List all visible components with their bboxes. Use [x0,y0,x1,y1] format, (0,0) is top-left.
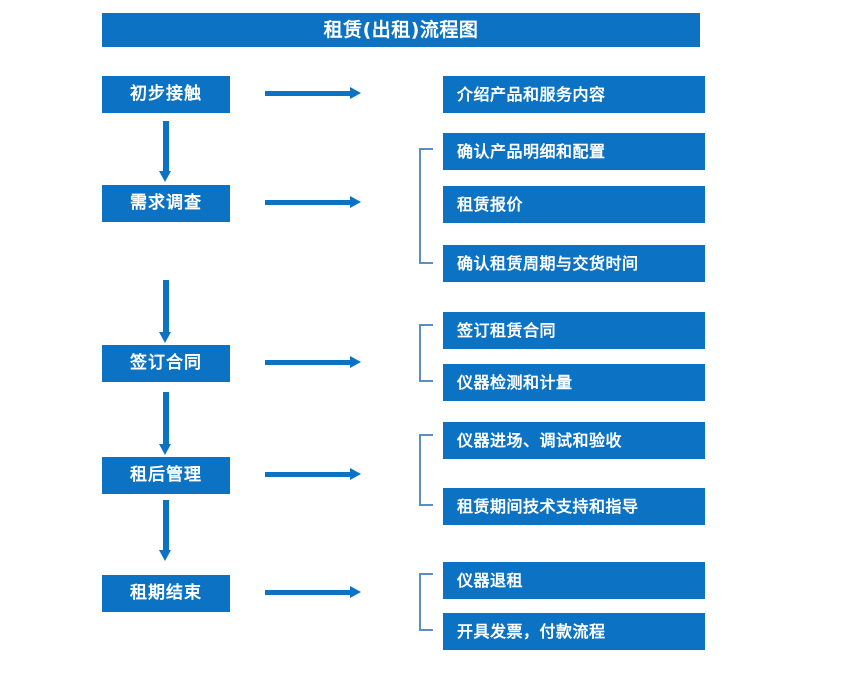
arrow-head [350,586,361,598]
stage-box-4[interactable]: 租后管理 [102,457,230,494]
arrow-head [159,550,171,561]
arrow-shaft [163,392,169,444]
detail-box-2[interactable]: 确认产品明细和配置 [443,133,705,170]
detail-label-4: 确认租赁周期与交货时间 [457,253,639,273]
detail-label-9: 仪器退租 [457,570,524,590]
arrow-shaft [265,91,350,96]
group-bracket-5 [419,573,433,631]
down-arrow-icon-4 [159,500,172,561]
detail-box-3[interactable]: 租赁报价 [443,186,705,223]
detail-label-6: 仪器检测和计量 [457,372,573,392]
arrow-shaft [265,200,350,205]
arrow-shaft [265,590,350,595]
detail-label-5: 签订租赁合同 [457,320,557,340]
right-arrow-icon-3 [265,356,361,369]
arrow-shaft [163,280,169,332]
right-arrow-icon-1 [265,87,361,100]
stage-label-5: 租期结束 [130,583,202,603]
arrow-head [350,468,361,480]
arrow-head [350,356,361,368]
group-bracket-2 [419,148,433,264]
stage-label-2: 需求调查 [130,193,202,213]
detail-label-3: 租赁报价 [457,194,524,214]
detail-box-9[interactable]: 仪器退租 [443,562,705,599]
detail-box-8[interactable]: 租赁期间技术支持和指导 [443,488,705,525]
detail-label-8: 租赁期间技术支持和指导 [457,496,639,516]
diagram-title-banner: 租赁(出租)流程图 [102,13,700,47]
page-title: 租赁(出租)流程图 [323,18,479,41]
arrow-shaft [265,360,350,365]
right-arrow-icon-5 [265,586,361,599]
group-bracket-4 [419,434,433,506]
stage-label-1: 初步接触 [130,84,202,104]
arrow-head [350,87,361,99]
group-bracket-3 [419,324,433,382]
detail-box-4[interactable]: 确认租赁周期与交货时间 [443,245,705,282]
detail-box-1[interactable]: 介绍产品和服务内容 [443,76,705,113]
right-arrow-icon-4 [265,468,361,481]
detail-label-1: 介绍产品和服务内容 [457,84,606,104]
arrow-shaft [163,121,169,171]
down-arrow-icon-3 [159,392,172,455]
detail-box-7[interactable]: 仪器进场、调试和验收 [443,422,705,459]
arrow-shaft [265,472,350,477]
stage-label-3: 签订合同 [130,353,202,373]
arrow-head [159,332,171,343]
right-arrow-icon-2 [265,196,361,209]
arrow-head [159,171,171,182]
arrow-shaft [163,500,169,550]
stage-box-1[interactable]: 初步接触 [102,76,230,113]
detail-label-7: 仪器进场、调试和验收 [457,430,623,450]
detail-label-10: 开具发票，付款流程 [457,621,606,641]
stage-box-3[interactable]: 签订合同 [102,345,230,382]
arrow-head [159,444,171,455]
stage-box-5[interactable]: 租期结束 [102,575,230,612]
detail-box-5[interactable]: 签订租赁合同 [443,312,705,349]
down-arrow-icon-1 [159,121,172,182]
detail-box-10[interactable]: 开具发票，付款流程 [443,613,705,650]
detail-label-2: 确认产品明细和配置 [457,141,606,161]
arrow-head [350,196,361,208]
stage-box-2[interactable]: 需求调查 [102,185,230,222]
stage-label-4: 租后管理 [130,465,202,485]
down-arrow-icon-2 [159,280,172,343]
detail-box-6[interactable]: 仪器检测和计量 [443,364,705,401]
